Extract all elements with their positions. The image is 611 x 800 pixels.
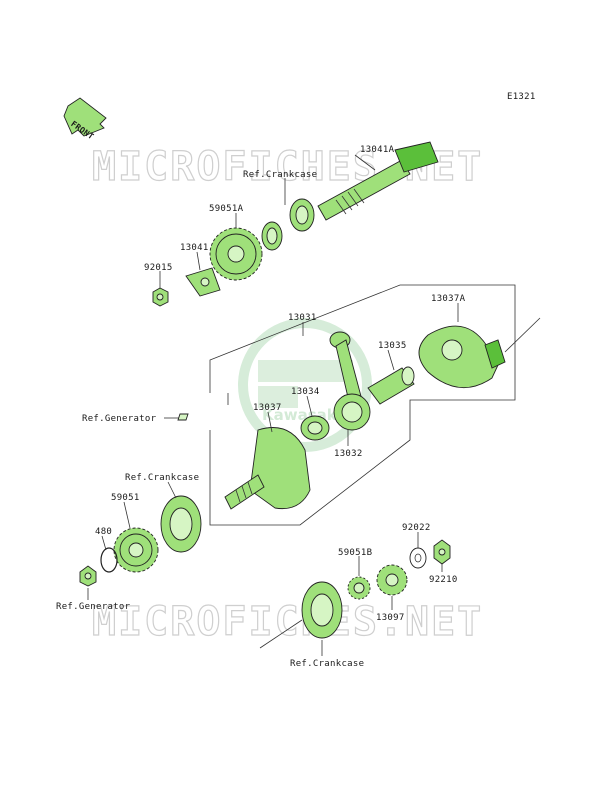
washer-92022 — [409, 547, 427, 569]
label-92210: 92210 — [429, 575, 458, 585]
gear-59051A — [209, 227, 263, 281]
watermark-bottom: MICROFICHES.NET — [92, 599, 483, 645]
nut-generator — [79, 565, 97, 587]
label-13097: 13097 — [376, 613, 405, 623]
label-59051A: 59051A — [209, 204, 244, 214]
label-13037: 13037 — [253, 403, 282, 413]
gear-13097 — [376, 564, 408, 596]
balancer-shaft-13041A — [317, 141, 439, 221]
crankshaft-assembly-box — [209, 284, 516, 526]
label-13032: 13032 — [334, 449, 363, 459]
label-13035: 13035 — [378, 341, 407, 351]
label-59051B: 59051B — [338, 548, 372, 558]
label-ref-generator-bottom: Ref.Generator — [56, 602, 131, 612]
bearing-top — [261, 198, 315, 251]
connecting-rod-13032 — [329, 331, 371, 431]
crank-web-13037A — [418, 317, 541, 389]
label-59051: 59051 — [111, 493, 140, 503]
nut-92015 — [152, 287, 169, 307]
balancer-weight-13041 — [185, 267, 221, 297]
diagram-code: E1321 — [507, 92, 536, 102]
crank-web-13037 — [224, 427, 311, 510]
label-ref-crankcase-mid: Ref.Crankcase — [125, 473, 199, 483]
label-92015: 92015 — [144, 263, 173, 273]
circlip-480 — [100, 547, 118, 573]
kawasaki-logo: Kawasaki — [238, 318, 372, 452]
crank-pin-13035 — [367, 366, 415, 405]
label-13037A: 13037A — [431, 294, 466, 304]
gear-59051 — [113, 527, 159, 573]
label-92022: 92022 — [402, 523, 431, 533]
label-13041A: 13041A — [360, 145, 395, 155]
front-arrow-icon: FRONT — [63, 97, 107, 141]
label-13034: 13034 — [291, 387, 320, 397]
needle-bearing-13034 — [300, 415, 330, 441]
bearing-left — [160, 495, 202, 553]
label-ref-crankcase-top: Ref.Crankcase — [243, 170, 317, 180]
bearing-bottom — [259, 581, 343, 649]
label-13031: 13031 — [288, 313, 317, 323]
label-ref-generator-mid: Ref.Generator — [82, 414, 157, 424]
gear-59051B — [347, 576, 371, 600]
label-480: 480 — [95, 527, 112, 537]
label-ref-crankcase-bottom: Ref.Crankcase — [290, 659, 364, 669]
label-13041: 13041 — [180, 243, 209, 253]
nut-92210 — [433, 539, 451, 565]
